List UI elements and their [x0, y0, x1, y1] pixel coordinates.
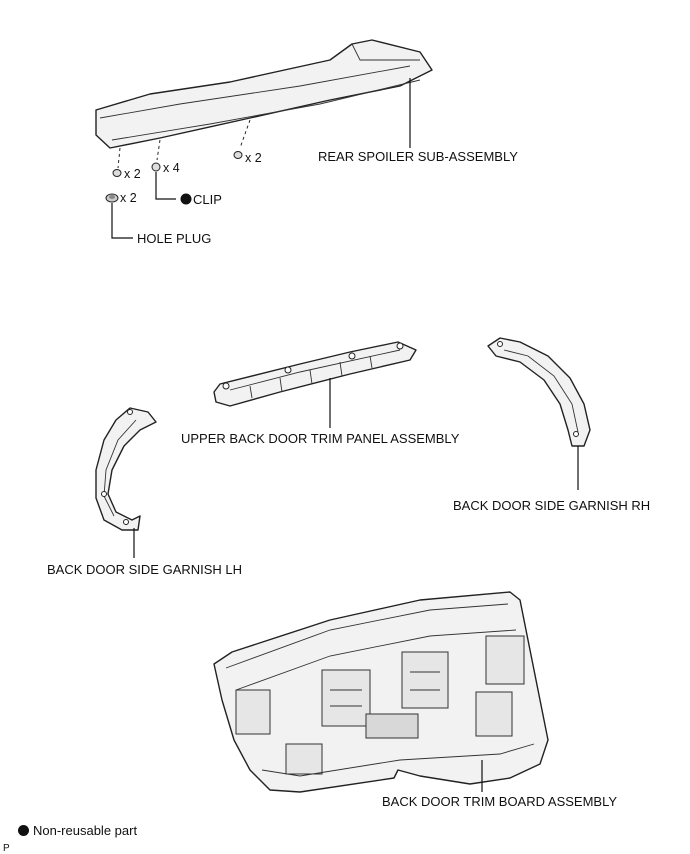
upper-trim-panel-label: UPPER BACK DOOR TRIM PANEL ASSEMBLY [181, 431, 460, 446]
rear-spoiler-label: REAR SPOILER SUB-ASSEMBLY [318, 149, 518, 164]
upper-trim-panel-drawing [213, 341, 417, 407]
side-garnish-lh-drawing [95, 407, 157, 531]
legend: Non-reusable part [18, 823, 137, 838]
nut-icon [233, 151, 243, 159]
hole-plug-qty: x 2 [120, 191, 137, 205]
side-garnish-rh-drawing [487, 337, 591, 447]
legend-text: Non-reusable part [33, 823, 138, 838]
non-reusable-dot-icon [180, 193, 192, 205]
non-reusable-dot-icon [18, 825, 29, 836]
nut-icon [112, 169, 122, 177]
hole-plug-icon [105, 193, 119, 203]
rear-spoiler-drawing [95, 39, 433, 149]
trim-board-label: BACK DOOR TRIM BOARD ASSEMBLY [382, 794, 617, 809]
page-mark: P [3, 843, 10, 854]
clip-icon [151, 162, 161, 172]
clip-qty: x 4 [163, 161, 180, 175]
fastener-right-qty: x 2 [245, 151, 262, 165]
fastener-left-qty: x 2 [124, 167, 141, 181]
side-garnish-lh-label: BACK DOOR SIDE GARNISH LH [47, 562, 242, 577]
hole-plug-label: HOLE PLUG [137, 231, 211, 246]
trim-board-drawing [213, 591, 549, 793]
side-garnish-rh-label: BACK DOOR SIDE GARNISH RH [453, 498, 650, 513]
clip-label: CLIP [193, 192, 222, 207]
